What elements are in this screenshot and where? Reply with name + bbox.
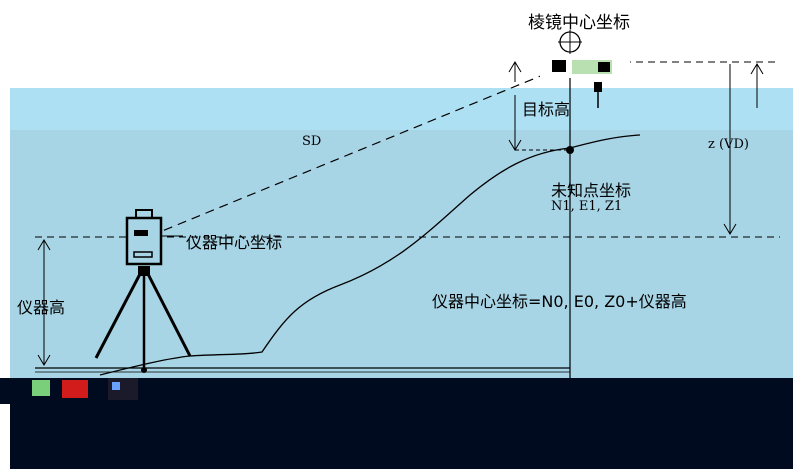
instrument-height-arrowhead-down bbox=[37, 354, 51, 366]
prism-reflector-icon bbox=[540, 30, 630, 108]
unknown-point-label: 未知点坐标 bbox=[551, 181, 632, 200]
ground-base bbox=[10, 404, 793, 469]
unknown-point-coords: N1, E1, Z1 bbox=[551, 199, 623, 214]
target-height-top-arrowhead bbox=[508, 61, 522, 73]
ground-marker-icon bbox=[32, 378, 138, 400]
instrument-height-arrowhead-up bbox=[37, 239, 51, 251]
target-height-label: 目标高 bbox=[522, 100, 571, 119]
instrument-height-label: 仪器高 bbox=[17, 298, 66, 317]
instrument-center-label: 仪器中心坐标 bbox=[186, 233, 283, 252]
slope-distance-label: SD bbox=[302, 134, 322, 149]
tripod-icon bbox=[94, 266, 192, 373]
left-margin bbox=[0, 404, 10, 469]
z-vd-label: z (VD) bbox=[708, 137, 749, 152]
z-vd-arrowhead-down bbox=[723, 223, 737, 235]
target-height-arrowhead bbox=[508, 139, 522, 151]
prism-center-label: 棱镜中心坐标 bbox=[528, 13, 630, 33]
total-station-icon bbox=[125, 209, 163, 266]
instrument-center-formula: 仪器中心坐标=N0, E0, Z0+仪器高 bbox=[432, 292, 687, 311]
terrain-profile bbox=[99, 134, 641, 376]
sky-area bbox=[0, 0, 793, 88]
vd-top-arrowhead bbox=[750, 63, 764, 75]
unknown-point-marker bbox=[566, 146, 574, 154]
upper-light-band bbox=[10, 88, 793, 130]
